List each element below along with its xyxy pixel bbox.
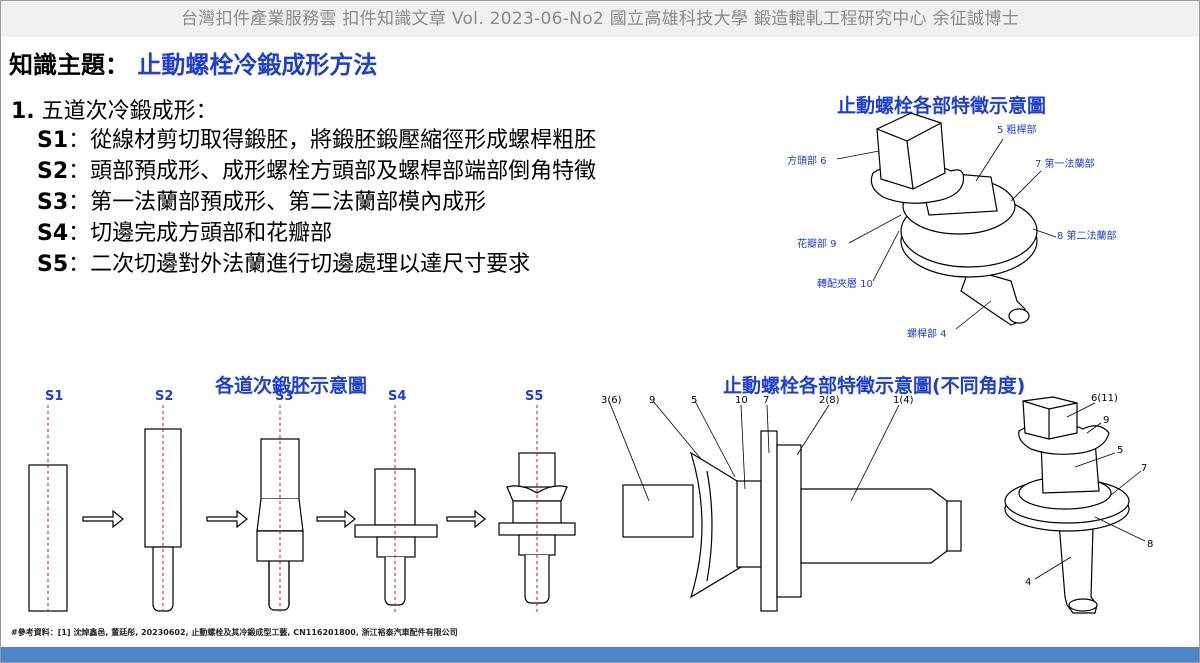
step-code: S2: [37, 159, 69, 184]
process-arrow: [82, 509, 124, 529]
label-screw-rod: 螺桿部 4: [907, 327, 947, 340]
label-petal: 花瓣部 9: [797, 237, 837, 250]
stages-figure-title: 各道次鍛胚示意圖: [215, 375, 368, 397]
section-title: 1. 五道次冷鍛成形：: [11, 93, 218, 125]
angle-figure-title: 止動螺栓各部特徵示意圖(不同角度): [723, 375, 1026, 397]
forging-stages-drawing: [28, 428, 576, 612]
step-item: S2：頭部預成形、成形螺栓方頭部及螺桿部端部倒角特徵: [37, 156, 596, 187]
step-item: S5：二次切邊對外法蘭進行切邊處理以達尺寸要求: [37, 249, 596, 280]
step-code: S3: [37, 190, 69, 215]
process-arrow: [446, 509, 486, 529]
label-thick-rod: 5 粗桿部: [997, 123, 1037, 136]
step-text: ：頭部預成形、成形螺栓方頭部及螺桿部端部倒角特徵: [68, 159, 597, 184]
side-label: 5: [691, 395, 697, 406]
topic-heading: 知識主題： 止動螺栓冷鍛成形方法: [9, 45, 377, 80]
side-label: 2(8): [819, 395, 840, 406]
iso-label: 4: [1025, 577, 1031, 588]
label-first-flange: 7 第一法蘭部: [1035, 157, 1095, 170]
step-text: ：第一法蘭部預成形、第二法蘭部模內成形: [68, 190, 487, 215]
label-second-flange: 8 第二法蘭部: [1057, 229, 1117, 242]
bolt-side-view-drawing: [608, 400, 962, 612]
process-arrow: [206, 509, 248, 529]
section-text: 五道次冷鍛成形：: [41, 99, 218, 124]
step-code: S4: [37, 221, 69, 246]
header-banner: 台灣扣件產業服務雲 扣件知識文章 Vol. 2023-06-No2 國立高雄科技…: [1, 1, 1199, 37]
side-label: 1(4): [893, 395, 914, 406]
side-label: 10: [735, 395, 748, 406]
step-code: S5: [37, 252, 69, 277]
iso-label: 5: [1117, 445, 1123, 456]
step-list: S1：從線材剪切取得鍛胚，將鍛胚鍛壓縮徑形成螺桿粗胚 S2：頭部預成形、成形螺栓…: [37, 125, 596, 280]
reference-note: #參考資料：[1] 沈焯鑫邑, 董廷彤, 20230602, 止動螺栓及其冷鍛成…: [11, 628, 458, 637]
topic-label: 知識主題：: [9, 51, 129, 79]
center-lines: [47, 405, 538, 613]
step-text: ：從線材剪切取得鍛胚，將鍛胚鍛壓縮徑形成螺桿粗胚: [68, 128, 597, 153]
features-figure-title: 止動螺栓各部特徵示意圖: [837, 95, 1047, 117]
step-text: ：二次切邊對外法蘭進行切邊處理以達尺寸要求: [68, 252, 531, 277]
side-label: 9: [649, 395, 655, 406]
stage-label: S2: [155, 389, 173, 404]
iso-label: 8: [1147, 539, 1153, 550]
stage-label: S1: [45, 389, 63, 404]
topic-title: 止動螺栓冷鍛成形方法: [137, 51, 378, 79]
iso-label: 7: [1141, 463, 1147, 474]
iso-label: 6(11): [1091, 393, 1118, 404]
label-square-head: 方頭部 6: [787, 154, 827, 167]
iso-label: 9: [1103, 415, 1109, 426]
step-code: S1: [37, 128, 69, 153]
process-arrow: [316, 509, 356, 529]
footer-bar: [1, 647, 1199, 662]
side-label: 7: [763, 395, 769, 406]
step-item: S4：切邊完成方頭部和花瓣部: [37, 218, 596, 249]
bolt-iso-view-drawing: [1004, 396, 1146, 614]
step-text: ：切邊完成方頭部和花瓣部: [68, 221, 333, 246]
step-item: S3：第一法蘭部預成形、第二法蘭部模內成形: [37, 187, 596, 218]
label-interlayer: 轉配夾層 10: [817, 277, 873, 290]
stage-label: S3: [275, 389, 293, 404]
side-label: 3(6): [601, 395, 622, 406]
step-item: S1：從線材剪切取得鍛胚，將鍛胚鍛壓縮徑形成螺桿粗胚: [37, 125, 596, 156]
stage-label: S5: [525, 389, 543, 404]
section-number: 1.: [11, 99, 35, 124]
stage-label: S4: [388, 389, 406, 404]
bolt-features-drawing: [836, 112, 1057, 330]
